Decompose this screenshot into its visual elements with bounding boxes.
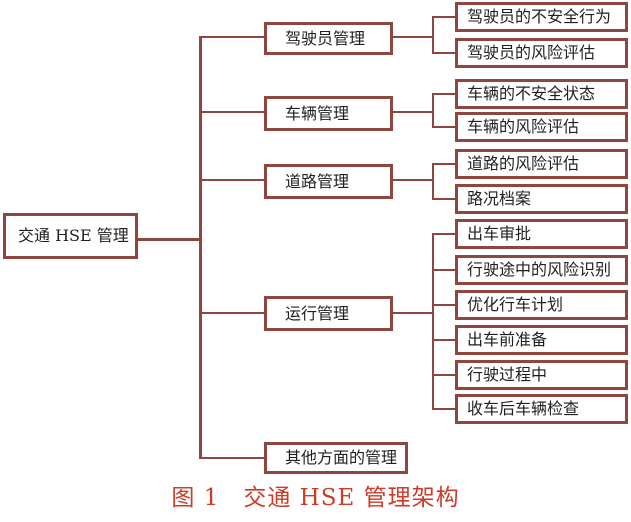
connector-stub-leaf (432, 233, 455, 235)
leaf-vehicle-risk-assessment: 车辆的风险评估 (455, 112, 628, 142)
leaf-vehicle-unsafe-condition-label: 车辆的不安全状态 (467, 84, 596, 103)
connector-stub-leaf (432, 269, 455, 271)
connector-branch-driver (199, 36, 264, 38)
leaf-driver-risk-assessment-label: 驾驶员的风险评估 (467, 43, 596, 62)
connector-feeder-road-group (393, 179, 434, 181)
connector-stub-leaf (432, 93, 455, 95)
connector-branch-other (199, 457, 264, 459)
figure-caption: 图 1 交通 HSE 管理架构 (171, 485, 460, 511)
leaf-road-risk-assessment: 道路的风险评估 (455, 149, 628, 179)
connector-stub-leaf (432, 339, 455, 341)
connector-branch-road (199, 179, 264, 181)
leaf-dispatch-approval: 出车审批 (455, 219, 628, 249)
connector-stub-leaf (432, 126, 455, 128)
node-other-management: 其他方面的管理 (264, 442, 408, 474)
connector-trunk (199, 36, 202, 459)
connector-rail-operation-group (432, 233, 434, 410)
connector-branch-vehicle (199, 111, 264, 113)
leaf-enroute-risk-identification: 行驶途中的风险识别 (455, 255, 628, 285)
connector-root-feeder (138, 238, 201, 241)
leaf-road-condition-archive-label: 路况档案 (467, 189, 532, 208)
node-traffic-hse-management: 交通 HSE 管理 (3, 213, 138, 259)
leaf-post-trip-vehicle-inspection-label: 收车后车辆检查 (467, 399, 580, 418)
connector-rail-road-group (432, 163, 434, 200)
connector-stub-leaf (432, 374, 455, 376)
connector-feeder-vehicle-group (393, 111, 434, 113)
leaf-during-driving: 行驶过程中 (455, 360, 628, 390)
connector-stub-leaf (432, 163, 455, 165)
leaf-optimize-driving-plan: 优化行车计划 (455, 290, 628, 320)
connector-branch-operation (199, 312, 264, 314)
leaf-during-driving-label: 行驶过程中 (467, 365, 548, 384)
node-road-management-label: 道路管理 (285, 171, 350, 191)
leaf-pre-departure-preparation-label: 出车前准备 (467, 330, 548, 349)
connector-stub-leaf (432, 304, 455, 306)
node-operation-management: 运行管理 (264, 296, 393, 331)
node-vehicle-management-label: 车辆管理 (285, 103, 350, 123)
connector-stub-leaf (432, 198, 455, 200)
node-operation-management-label: 运行管理 (285, 303, 350, 323)
leaf-optimize-driving-plan-label: 优化行车计划 (467, 295, 564, 314)
connector-feeder-operation-group (393, 312, 434, 314)
leaf-dispatch-approval-label: 出车审批 (467, 224, 532, 243)
node-traffic-hse-management-label: 交通 HSE 管理 (18, 226, 129, 245)
connector-stub-leaf (432, 408, 455, 410)
leaf-road-condition-archive: 路况档案 (455, 184, 628, 214)
leaf-vehicle-risk-assessment-label: 车辆的风险评估 (467, 117, 580, 136)
node-driver-management: 驾驶员管理 (264, 22, 393, 55)
connector-rail-driver-group (432, 16, 434, 54)
node-vehicle-management: 车辆管理 (264, 96, 393, 131)
connector-rail-vehicle-group (432, 93, 434, 128)
node-road-management: 道路管理 (264, 164, 393, 199)
leaf-enroute-risk-identification-label: 行驶途中的风险识别 (467, 260, 612, 279)
leaf-driver-risk-assessment: 驾驶员的风险评估 (455, 38, 628, 68)
leaf-driver-unsafe-behavior: 驾驶员的不安全行为 (455, 2, 628, 32)
connector-stub-leaf (432, 16, 455, 18)
leaf-post-trip-vehicle-inspection: 收车后车辆检查 (455, 394, 628, 424)
connector-feeder-driver-group (393, 36, 434, 38)
leaf-driver-unsafe-behavior-label: 驾驶员的不安全行为 (467, 7, 612, 26)
leaf-road-risk-assessment-label: 道路的风险评估 (467, 154, 580, 173)
node-other-management-label: 其他方面的管理 (285, 448, 398, 467)
leaf-pre-departure-preparation: 出车前准备 (455, 325, 628, 355)
connector-stub-leaf (432, 52, 455, 54)
node-driver-management-label: 驾驶员管理 (285, 28, 366, 48)
leaf-vehicle-unsafe-condition: 车辆的不安全状态 (455, 79, 628, 109)
